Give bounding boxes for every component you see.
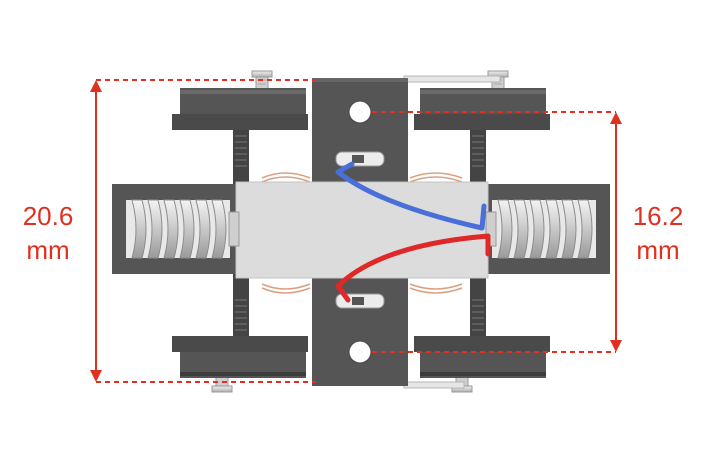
dimension-outer-height bbox=[90, 79, 316, 383]
worm-gear-right bbox=[492, 199, 596, 259]
dimension-hole-spacing bbox=[372, 111, 622, 353]
dimension-outer-height-value: 20.6 bbox=[22, 201, 74, 231]
bearing-studs bbox=[228, 211, 497, 247]
mounting-hole-top bbox=[348, 100, 372, 124]
wire-blue bbox=[335, 161, 487, 231]
brush-slot-top bbox=[335, 151, 385, 167]
worm-gear-left bbox=[126, 199, 230, 259]
dimension-hole-spacing-value: 16.2 bbox=[632, 201, 684, 231]
wheel-bottom-left bbox=[172, 336, 308, 378]
mounting-holes bbox=[348, 100, 372, 364]
wheel-bottom-right bbox=[414, 336, 550, 378]
wheel-top-left bbox=[172, 88, 308, 130]
wheels bbox=[172, 88, 550, 378]
bottom-rod bbox=[403, 381, 465, 389]
copper-contacts bbox=[261, 172, 463, 294]
mounting-hole-bottom bbox=[348, 340, 372, 364]
top-rod bbox=[403, 75, 501, 83]
center-block bbox=[235, 181, 489, 279]
dimension-hole-spacing-unit: mm bbox=[636, 235, 680, 265]
wire-red bbox=[335, 233, 491, 303]
wheel-top-right bbox=[414, 88, 550, 130]
dimension-outer-height-unit: mm bbox=[26, 235, 70, 265]
